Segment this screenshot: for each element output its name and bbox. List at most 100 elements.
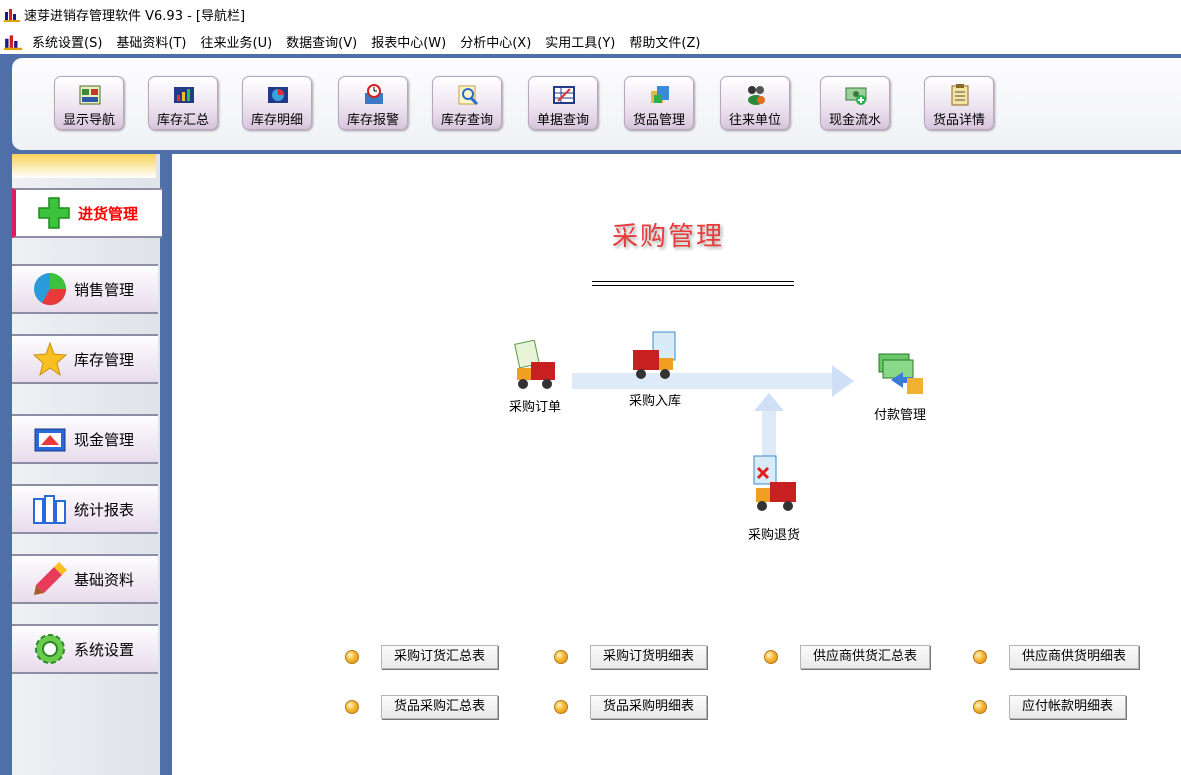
report-goods-purchase-summary[interactable]: 货品采购汇总表 [345, 695, 499, 719]
sidebar-panel [12, 154, 160, 775]
report-supplier-detail[interactable]: 供应商供货明细表 [973, 645, 1140, 669]
plus-icon [38, 197, 70, 229]
menu-analysis[interactable]: 分析中心(X) [460, 35, 532, 51]
title-bar: 速芽进销存管理软件 V6.93 - [导航栏] [0, 0, 1181, 28]
bar-chart-icon [174, 87, 194, 103]
report-button[interactable]: 应付帐款明细表 [1009, 695, 1127, 719]
bullet-icon [554, 700, 568, 714]
bullet-icon [973, 650, 987, 664]
title-underline [592, 285, 794, 286]
toolbar-label: 库存查询 [440, 113, 493, 128]
report-button[interactable]: 采购订货汇总表 [381, 645, 499, 669]
sidebar-item-sales[interactable]: 销售管理 [12, 264, 158, 314]
menu-reports[interactable]: 报表中心(W) [371, 35, 447, 51]
bullet-icon [973, 700, 987, 714]
report-button[interactable]: 货品采购明细表 [590, 695, 708, 719]
toolbar-label: 货品管理 [632, 113, 685, 128]
bullet-icon [764, 650, 778, 664]
purchase-return-truck-icon [753, 455, 796, 511]
bullet-icon [345, 650, 359, 664]
main-panel: 采购管理 采购订单 采购入库 付款管理 [172, 154, 1181, 775]
toolbar-label: 库存汇总 [156, 113, 209, 128]
purchase-order-truck-icon [514, 339, 555, 389]
toolbar-show-navigation-button[interactable]: 显示导航 [54, 76, 124, 130]
report-payables-detail[interactable]: 应付帐款明细表 [973, 695, 1127, 719]
toolbar-stock-detail-button[interactable]: 库存明细 [242, 76, 312, 130]
page-title: 采购管理 [612, 222, 725, 252]
sidebar-item-label: 统计报表 [74, 500, 135, 519]
toolbar: 显示导航 库存汇总 库存明细 库存报警 [12, 58, 1181, 150]
toolbar-label: 库存明细 [250, 113, 303, 128]
report-button[interactable]: 供应商供货汇总表 [800, 645, 931, 669]
bar-stats-icon [33, 495, 66, 524]
star-icon [32, 341, 68, 377]
sidebar-item-reports[interactable]: 统计报表 [12, 484, 158, 534]
report-supplier-summary[interactable]: 供应商供货汇总表 [764, 645, 931, 669]
sidebar-item-label: 系统设置 [74, 640, 135, 659]
flow-arrows [572, 365, 854, 465]
window-title: 速芽进销存管理软件 V6.93 - [导航栏] [24, 8, 246, 24]
sidebar-item-system-settings[interactable]: 系统设置 [12, 624, 158, 674]
sidebar-item-label: 基础资料 [74, 570, 135, 589]
toolbar-goods-detail-button[interactable]: 货品详情 [924, 76, 994, 130]
payment-money-icon [878, 353, 923, 394]
bullet-icon [554, 650, 568, 664]
toolbar-stock-summary-button[interactable]: 库存汇总 [148, 76, 218, 130]
toolbar-label: 显示导航 [62, 113, 115, 128]
toolbar-cash-flow-button[interactable]: 现金流水 [820, 76, 890, 130]
report-purchase-order-detail[interactable]: 采购订货明细表 [554, 645, 708, 669]
document-icon [553, 86, 575, 104]
toolbar-contacts-button[interactable]: 往来单位 [720, 76, 790, 130]
sidebar-item-label: 销售管理 [74, 280, 135, 299]
menu-help[interactable]: 帮助文件(Z) [629, 35, 701, 51]
flow-payment-management[interactable]: 付款管理 [864, 350, 936, 423]
sidebar-header-strip [12, 154, 156, 178]
menu-business[interactable]: 往来业务(U) [200, 35, 273, 51]
flow-purchase-order[interactable]: 采购订单 [497, 339, 573, 415]
flow-label: 采购订单 [508, 400, 561, 415]
toolbar-stock-alarm-button[interactable]: 库存报警 [338, 76, 408, 130]
sidebar-item-label: 现金管理 [74, 430, 135, 449]
pie-icon [34, 273, 67, 306]
toolbar-label: 库存报警 [346, 113, 399, 128]
sidebar-item-inventory[interactable]: 库存管理 [12, 334, 158, 384]
alarm-icon [365, 84, 383, 104]
pencil-icon [34, 562, 67, 595]
sidebar-item-basic-data[interactable]: 基础资料 [12, 554, 158, 604]
toolbar-frame: 显示导航 库存汇总 库存明细 库存报警 [0, 54, 1181, 154]
navigation-icon [79, 85, 101, 105]
cash-register-icon [34, 428, 66, 452]
goods-icon [651, 86, 669, 103]
sidebar: 进货管理 销售管理 库存管理 现金管理 统计报表 [0, 154, 172, 775]
menu-system-settings[interactable]: 系统设置(S) [32, 35, 103, 51]
contacts-icon [748, 86, 765, 105]
sidebar-item-cash[interactable]: 现金管理 [12, 414, 158, 464]
menu-data-query[interactable]: 数据查询(V) [286, 35, 358, 51]
menu-basic-data[interactable]: 基础资料(T) [116, 35, 187, 51]
report-purchase-order-summary[interactable]: 采购订货汇总表 [345, 645, 499, 669]
flow-purchase-return[interactable]: 采购退货 [738, 454, 810, 543]
bullet-icon [345, 700, 359, 714]
sidebar-item-label: 进货管理 [78, 204, 139, 223]
report-button[interactable]: 货品采购汇总表 [381, 695, 499, 719]
sidebar-item-purchase[interactable]: 进货管理 [12, 188, 162, 238]
pie-chart-icon [268, 87, 288, 103]
toolbar-document-query-button[interactable]: 单据查询 [528, 76, 598, 130]
toolbar-label: 货品详情 [932, 113, 985, 128]
report-goods-purchase-detail[interactable]: 货品采购明细表 [554, 695, 708, 719]
flow-label: 采购退货 [747, 528, 800, 543]
title-underline [592, 281, 794, 282]
toolbar-stock-query-button[interactable]: 库存查询 [432, 76, 502, 130]
menu-tools[interactable]: 实用工具(Y) [545, 35, 616, 51]
app-menu-icon[interactable] [4, 32, 22, 50]
report-button[interactable]: 采购订货明细表 [590, 645, 708, 669]
flow-purchase-stock-in[interactable]: 采购入库 [620, 330, 690, 409]
stock-in-truck-icon [633, 331, 676, 379]
app-logo-icon [4, 9, 20, 22]
report-button[interactable]: 供应商供货明细表 [1009, 645, 1140, 669]
menu-bar: 系统设置(S) 基础资料(T) 往来业务(U) 数据查询(V) 报表中心(W) … [0, 28, 1181, 54]
sidebar-item-label: 库存管理 [74, 350, 135, 369]
toolbar-goods-management-button[interactable]: 货品管理 [624, 76, 694, 130]
toolbar-label: 单据查询 [536, 113, 589, 128]
gear-icon [35, 634, 65, 664]
